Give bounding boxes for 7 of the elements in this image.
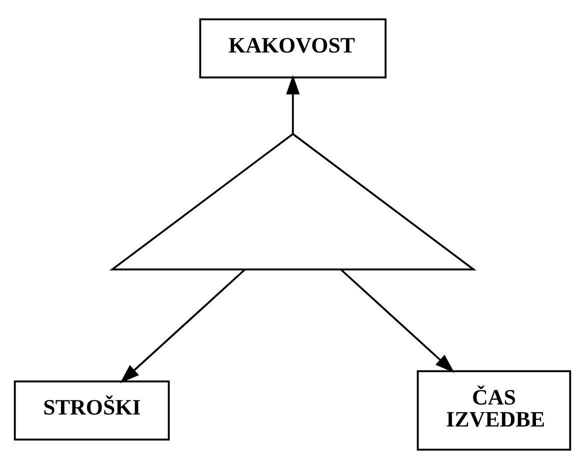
node-triangle <box>109 132 476 270</box>
node-box: KAKOVOST <box>199 18 387 78</box>
node-box: ČAS IZVEDBE <box>416 370 572 450</box>
node-box: STROŠKI <box>14 380 170 440</box>
arrow <box>286 74 300 134</box>
arrow <box>120 268 246 383</box>
arrow <box>340 268 454 372</box>
